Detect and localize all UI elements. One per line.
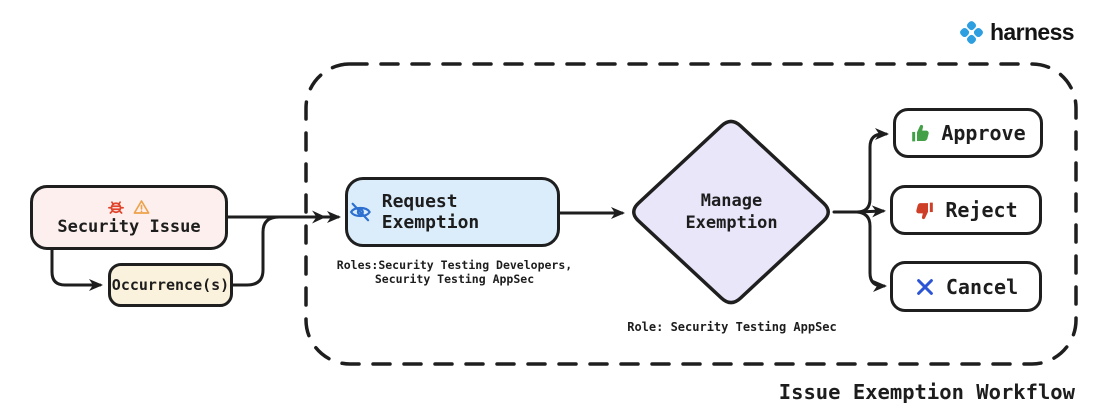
node-label: Request Exemption (381, 191, 480, 233)
roles-line-1: Roles:Security Testing Developers, (336, 258, 573, 272)
reject-button: Reject (890, 185, 1042, 235)
double-arrowhead (312, 210, 326, 224)
cancel-button: Cancel (890, 261, 1042, 312)
workflow-title: Issue Exemption Workflow (778, 380, 1075, 404)
request-roles-caption: Roles:Security Testing Developers, Secur… (332, 258, 577, 286)
x-icon (916, 278, 933, 295)
manage-role-caption: Role: Security Testing AppSec (627, 320, 837, 334)
harness-wordmark: harness (989, 19, 1075, 45)
eye-off-icon (349, 202, 371, 222)
warning-icon (133, 200, 150, 214)
node-occurrence: Occurrence(s) (108, 263, 233, 307)
harness-logo-icon (960, 21, 983, 44)
button-label: Reject (945, 198, 1018, 222)
node-label: Occurrence(s) (111, 276, 230, 294)
roles-line-2: Security Testing AppSec (374, 272, 535, 286)
thumbs-up-icon (912, 124, 930, 141)
node-request-exemption: Request Exemption (345, 177, 560, 247)
edge-occurrence-to-request (231, 215, 304, 287)
manage-label-line-1: Manage (700, 191, 763, 211)
edge-branch-to-approve (855, 128, 889, 214)
node-manage-exemption-label: Manage Exemption (666, 190, 797, 234)
edge-security-to-occurrence (50, 248, 103, 291)
button-label: Cancel (945, 274, 1019, 299)
edge-branch-to-cancel (855, 210, 887, 292)
button-label: Approve (941, 121, 1026, 145)
bug-icon (108, 201, 124, 214)
workflow-boundary (304, 62, 1078, 366)
manage-exemption-diamond (632, 119, 830, 305)
harness-logo: harness (958, 19, 1075, 46)
node-security-issue: Security Issue (30, 185, 228, 250)
node-label: Security Issue (57, 217, 201, 237)
thumbs-down-icon (916, 202, 934, 219)
manage-label-line-2: Exemption (685, 213, 778, 233)
approve-button: Approve (893, 108, 1043, 158)
security-issue-icons (107, 198, 151, 216)
